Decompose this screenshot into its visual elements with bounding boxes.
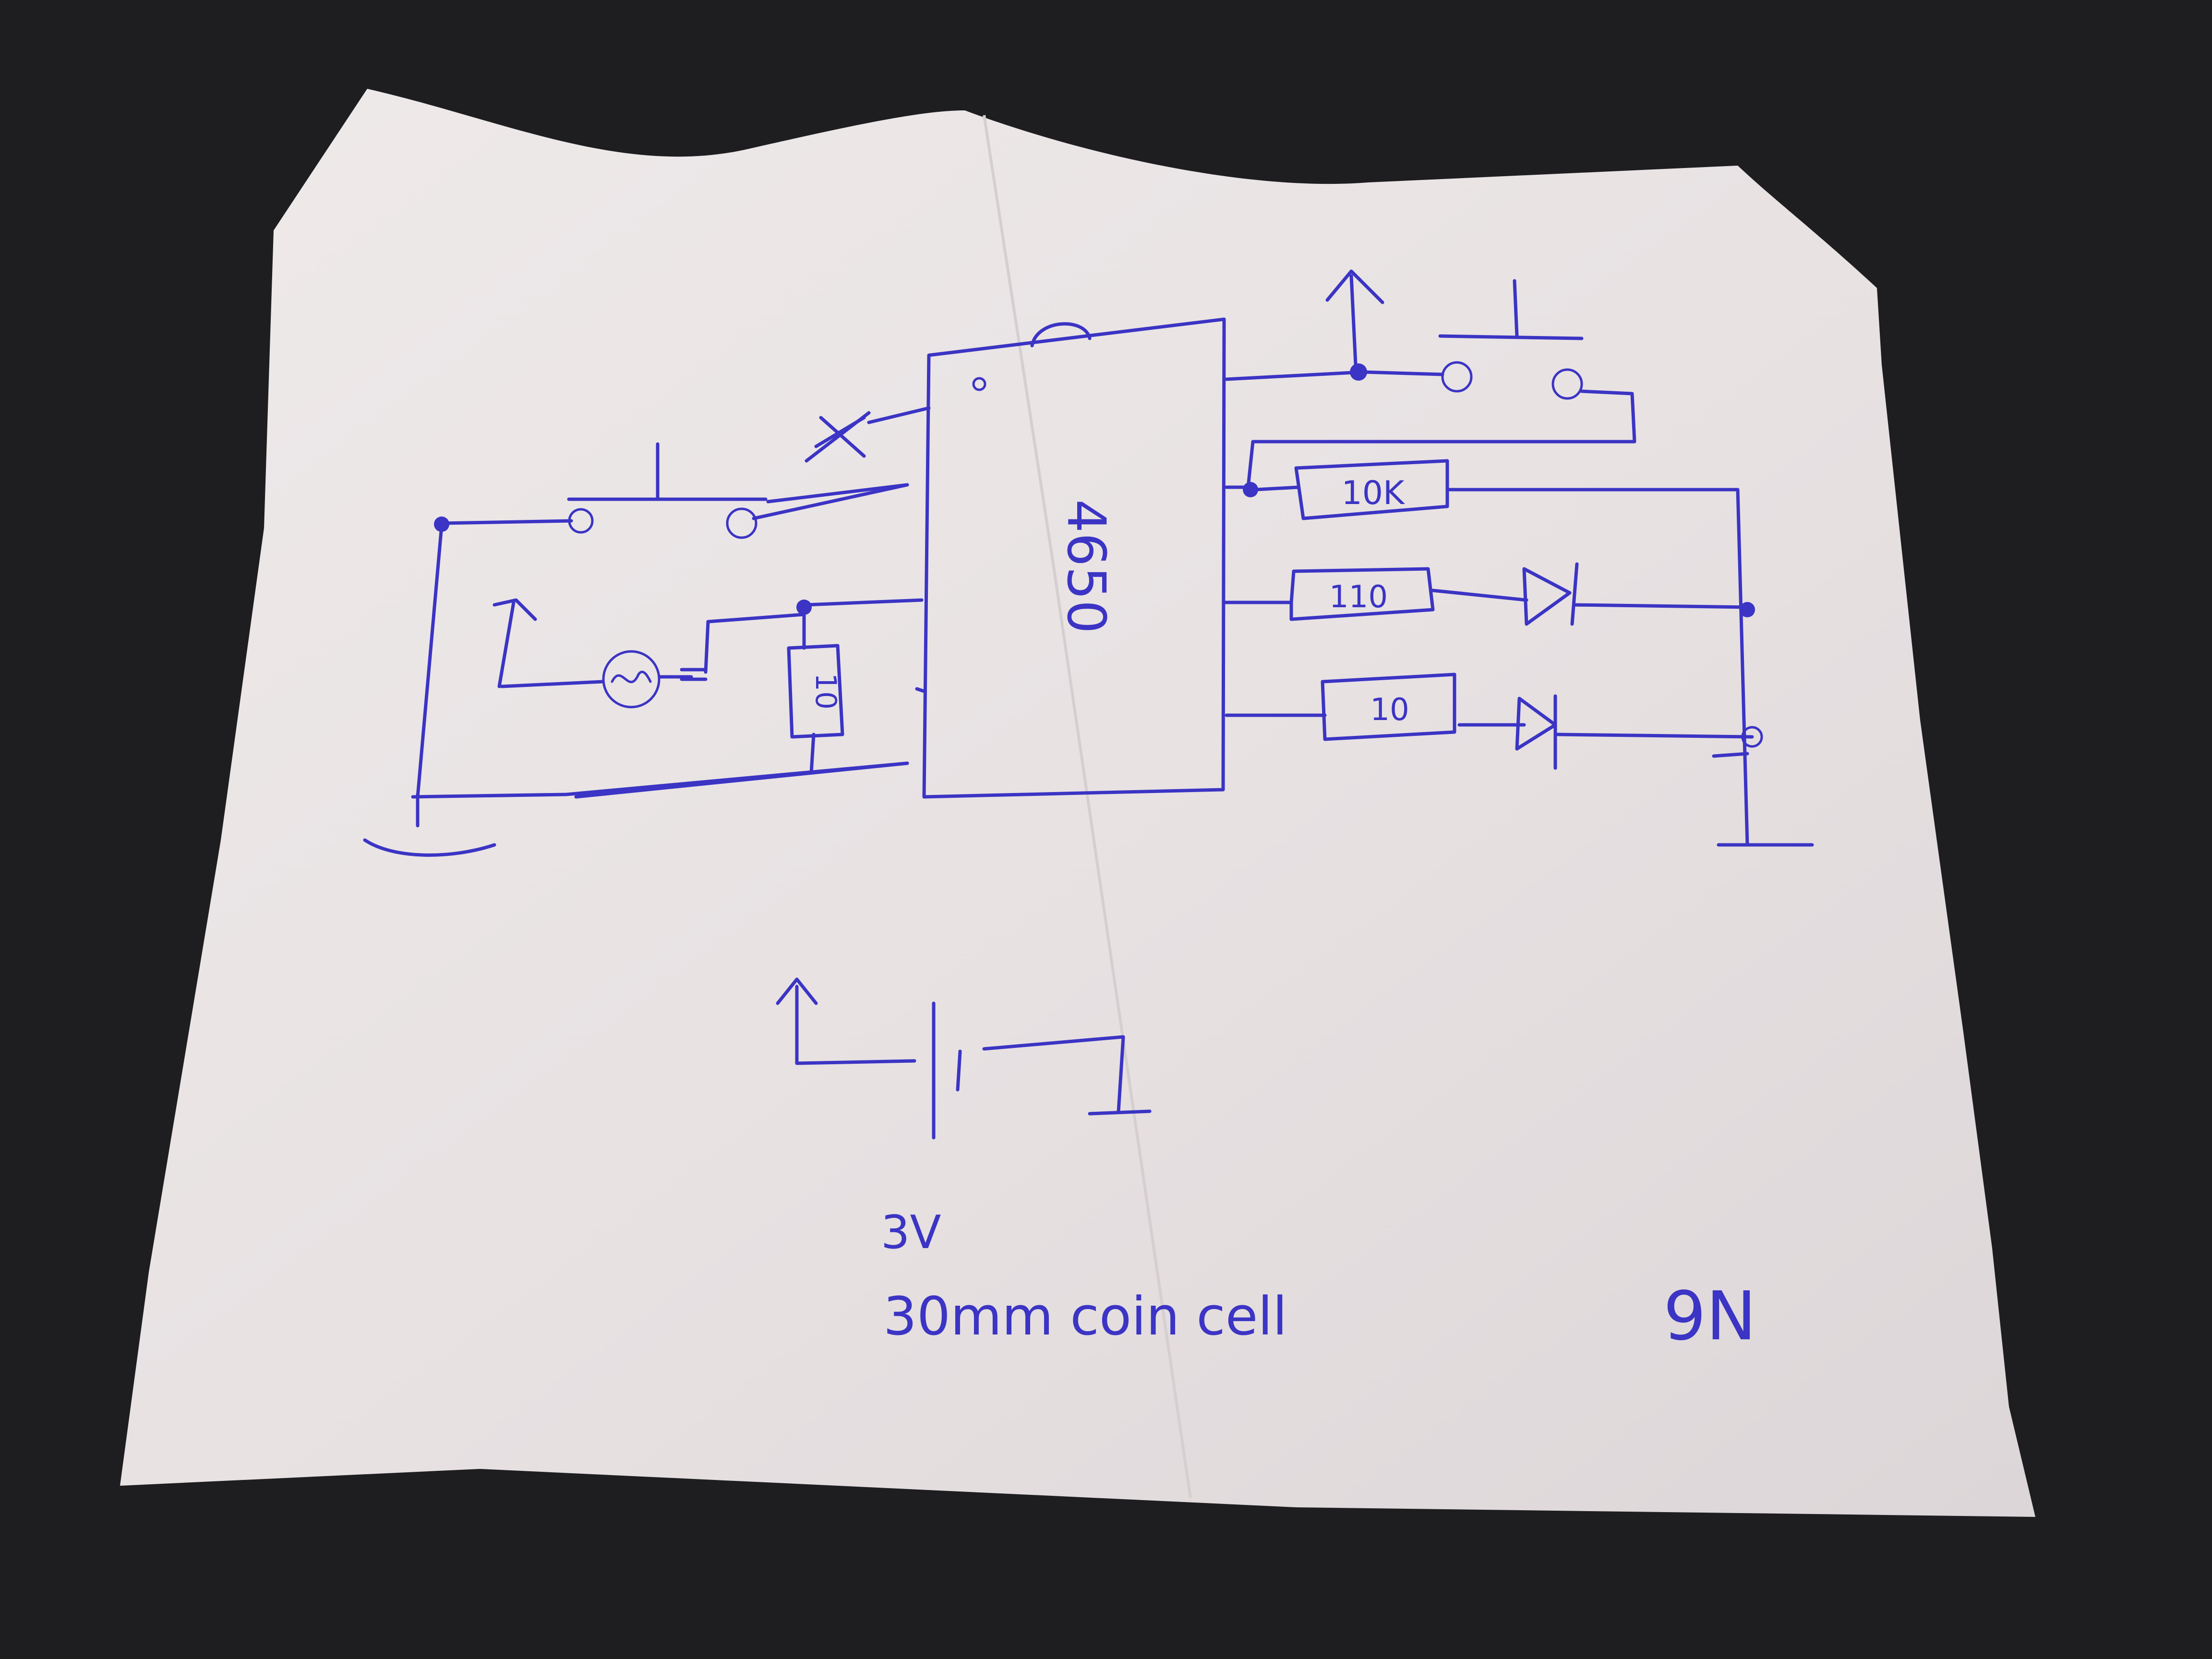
resistor-110-value: 110: [1329, 579, 1388, 615]
no-connect-mark: [814, 416, 866, 458]
ic-chip: 4650: [922, 317, 1226, 799]
resistor-10: 10: [1321, 673, 1526, 741]
push-button-right: [1246, 269, 1636, 489]
resistor-10k-value: 10K: [1341, 474, 1406, 512]
circuit-schematic: 4650 10: [363, 269, 1814, 1356]
ground-symbol-left: [363, 793, 496, 857]
led-bottom: [1515, 694, 1763, 770]
resistor-10-value: 10: [1370, 692, 1409, 728]
capacitor-value: 10: [809, 673, 842, 709]
oscillator: [493, 598, 806, 709]
battery-type: 30mm coin cell: [883, 1286, 1287, 1347]
capacitor: 10: [787, 600, 844, 775]
left-rail-wire: [411, 519, 909, 799]
push-button-left: [567, 442, 909, 539]
battery: [776, 977, 1152, 1140]
resistor-10k: 10K: [1243, 459, 1814, 847]
paper-fold: [983, 115, 1192, 1498]
paper-sheet: [120, 89, 2035, 1517]
left-junction-dot: [434, 517, 449, 532]
battery-voltage: 3V: [881, 1206, 941, 1259]
led-top: [1522, 562, 1755, 626]
signature: 9N: [1663, 1277, 1756, 1356]
resistor-110: 110: [1289, 567, 1528, 621]
ic-part-number: 4650: [1056, 499, 1117, 634]
